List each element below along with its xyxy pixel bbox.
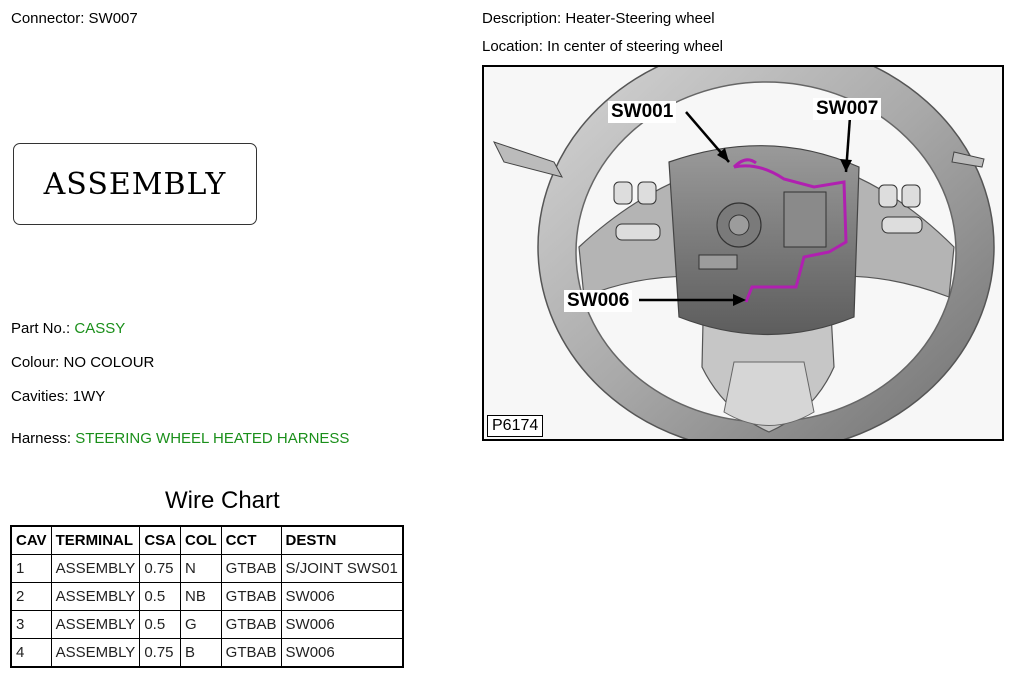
header-terminal: TERMINAL xyxy=(50,525,141,555)
cavities-value: 1WY xyxy=(72,388,106,405)
wire-chart-title: Wire Chart xyxy=(165,487,280,514)
cell-csa: 0.5 xyxy=(139,610,181,639)
cell-col: NB xyxy=(180,582,222,611)
part-no-line: Part No.: CASSY xyxy=(11,320,125,337)
cell-csa: 0.75 xyxy=(139,554,181,583)
part-no-value: CASSY xyxy=(74,320,126,337)
cell-cct: GTBAB xyxy=(220,638,282,668)
cell-col: G xyxy=(180,610,222,639)
table-row: 3 ASSEMBLY 0.5 G GTBAB SW006 xyxy=(10,610,404,639)
header-cct: CCT xyxy=(220,525,282,555)
cell-csa: 0.75 xyxy=(139,638,181,668)
cell-cct: GTBAB xyxy=(220,554,282,583)
harness-label: Harness: xyxy=(11,430,72,447)
location-line: Location: In center of steering wheel xyxy=(482,38,723,55)
cell-col: B xyxy=(180,638,222,668)
cell-terminal: ASSEMBLY xyxy=(50,582,141,611)
cell-destn: SW006 xyxy=(280,582,404,611)
cell-destn: SW006 xyxy=(280,610,404,639)
cell-terminal: ASSEMBLY xyxy=(50,638,141,668)
table-row: 2 ASSEMBLY 0.5 NB GTBAB SW006 xyxy=(10,582,404,611)
colour-label: Colour: xyxy=(11,354,60,371)
part-no-label: Part No.: xyxy=(11,320,71,337)
header-destn: DESTN xyxy=(280,525,404,555)
cell-cav: 4 xyxy=(10,638,52,668)
location-value: In center of steering wheel xyxy=(547,38,723,55)
cavities-label: Cavities: xyxy=(11,388,69,405)
steering-wheel-image: SW001 SW007 SW006 P6174 xyxy=(482,65,1004,441)
image-code: P6174 xyxy=(487,415,544,437)
harness-line: Harness: STEERING WHEEL HEATED HARNESS xyxy=(11,430,349,447)
connector-value: SW007 xyxy=(88,10,138,27)
location-label: Location: xyxy=(482,38,543,55)
colour-line: Colour: NO COLOUR xyxy=(11,354,154,371)
steering-wheel-illustration xyxy=(484,67,1002,439)
table-row: 1 ASSEMBLY 0.75 N GTBAB S/JOINT SWS01 xyxy=(10,554,404,583)
assembly-box: ASSEMBLY xyxy=(13,143,257,225)
colour-value: NO COLOUR xyxy=(63,354,155,371)
cell-terminal: ASSEMBLY xyxy=(50,610,141,639)
cell-cct: GTBAB xyxy=(220,610,282,639)
assembly-label: ASSEMBLY xyxy=(43,166,227,202)
cell-cav: 2 xyxy=(10,582,52,611)
wire-chart-table: CAV TERMINAL CSA COL CCT DESTN 1 ASSEMBL… xyxy=(10,525,404,668)
description-label: Description: xyxy=(482,10,562,27)
description-value: Heater-Steering wheel xyxy=(565,10,715,27)
cell-cct: GTBAB xyxy=(220,582,282,611)
cell-destn: SW006 xyxy=(280,638,404,668)
cell-cav: 1 xyxy=(10,554,52,583)
cavities-line: Cavities: 1WY xyxy=(11,388,105,405)
callout-sw006: SW006 xyxy=(564,290,633,312)
cell-cav: 3 xyxy=(10,610,52,639)
callout-sw007: SW007 xyxy=(813,98,882,120)
cell-destn: S/JOINT SWS01 xyxy=(280,554,404,583)
cell-csa: 0.5 xyxy=(139,582,181,611)
table-row: 4 ASSEMBLY 0.75 B GTBAB SW006 xyxy=(10,638,404,668)
table-header-row: CAV TERMINAL CSA COL CCT DESTN xyxy=(10,525,404,555)
connector-line: Connector: SW007 xyxy=(11,10,138,27)
header-csa: CSA xyxy=(139,525,181,555)
harness-value: STEERING WHEEL HEATED HARNESS xyxy=(75,430,350,447)
connector-label: Connector: xyxy=(11,10,85,27)
description-line: Description: Heater-Steering wheel xyxy=(482,10,715,27)
header-cav: CAV xyxy=(10,525,52,555)
cell-col: N xyxy=(180,554,222,583)
cell-terminal: ASSEMBLY xyxy=(50,554,141,583)
header-col: COL xyxy=(180,525,222,555)
callout-sw001: SW001 xyxy=(608,101,677,123)
